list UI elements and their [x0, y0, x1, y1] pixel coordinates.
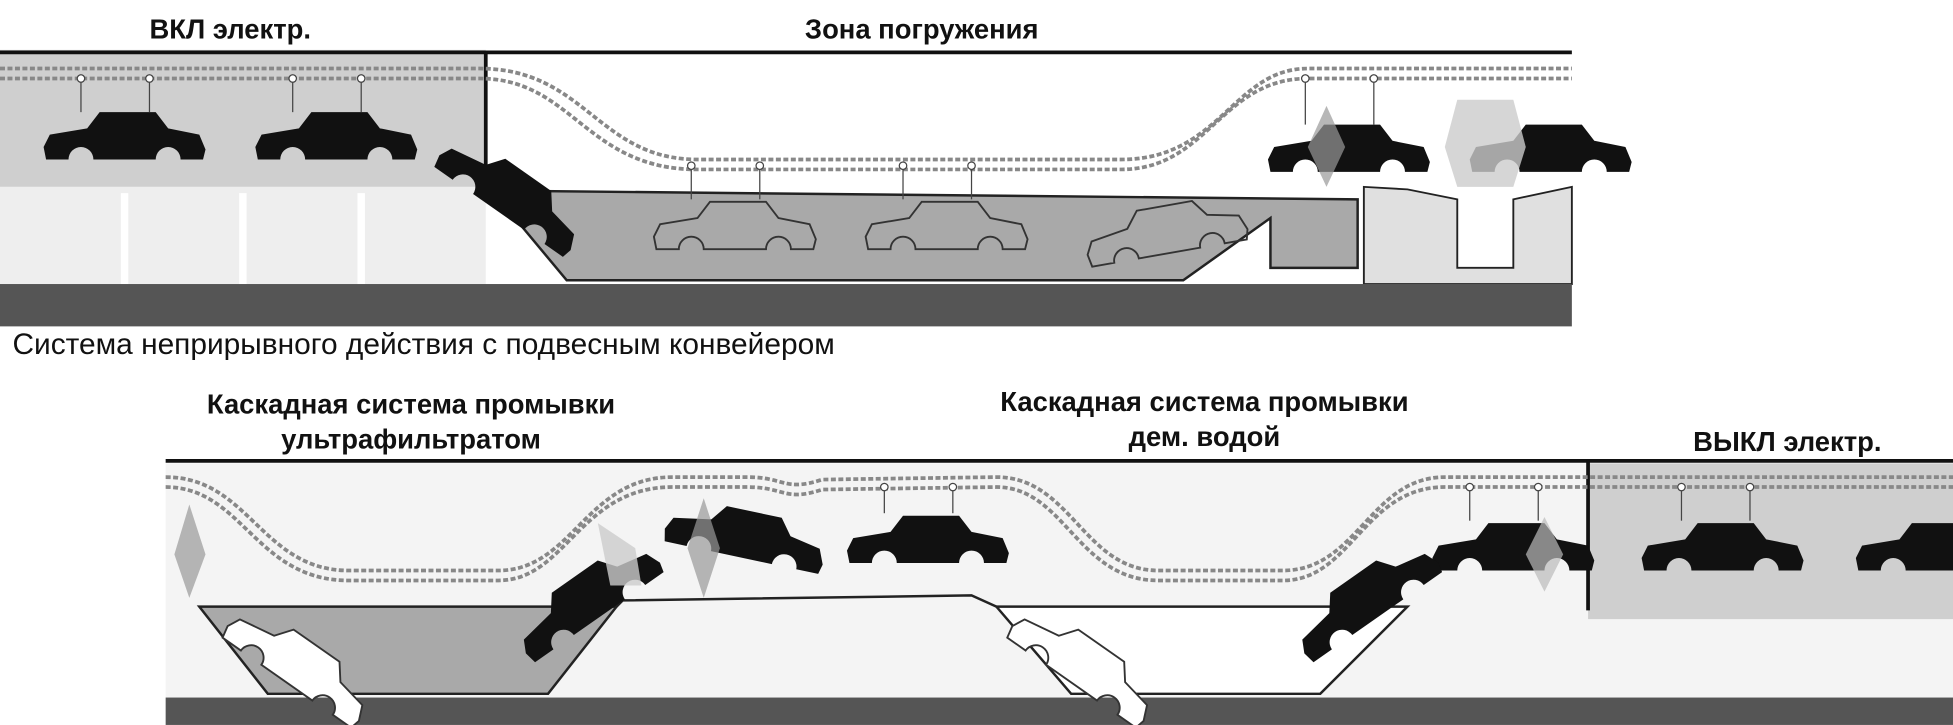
conveyor-track-upper — [0, 66, 1572, 162]
label-uf-rinse-line1: Каскадная система промывки — [207, 389, 615, 420]
label-immersion-zone: Зона погружения — [805, 14, 1039, 45]
car-body — [1267, 124, 1430, 172]
spray-arch — [1444, 99, 1526, 187]
spray-nozzle — [597, 523, 642, 586]
label-power-off: ВЫКЛ электр. — [1693, 426, 1881, 457]
hangers-top — [76, 74, 1379, 200]
conveyor-track-bottom-lower — [165, 485, 1953, 583]
bottom-panel — [165, 459, 1953, 725]
top-panel — [0, 49, 1632, 327]
bottom-floor — [165, 697, 1953, 725]
transfer-ramp — [615, 594, 997, 608]
label-demin-rinse-line1: Каскадная система промывки — [1000, 386, 1408, 417]
conveyor-track-lower — [0, 76, 1572, 172]
spray-nozzle — [1307, 105, 1346, 187]
top-floor — [0, 284, 1572, 327]
label-demin-rinse-line2: дем. водой — [1129, 421, 1281, 452]
label-power-on: ВКЛ электр. — [149, 14, 311, 45]
power-on-band — [0, 49, 486, 187]
spray-nozzle — [1525, 516, 1564, 592]
hangers-bottom — [879, 482, 1755, 521]
conveyor-track-bottom-upper — [165, 475, 1953, 573]
spray-nozzle — [687, 498, 720, 598]
spray-nozzle — [174, 504, 206, 598]
diagram-caption: Система неприрывного действия с подвесны… — [12, 328, 834, 361]
exit-drip-zone — [1362, 185, 1573, 285]
immersion-tank — [489, 189, 1359, 282]
label-uf-rinse-line2: ультрафильтратом — [281, 423, 541, 454]
support-columns — [120, 193, 365, 285]
